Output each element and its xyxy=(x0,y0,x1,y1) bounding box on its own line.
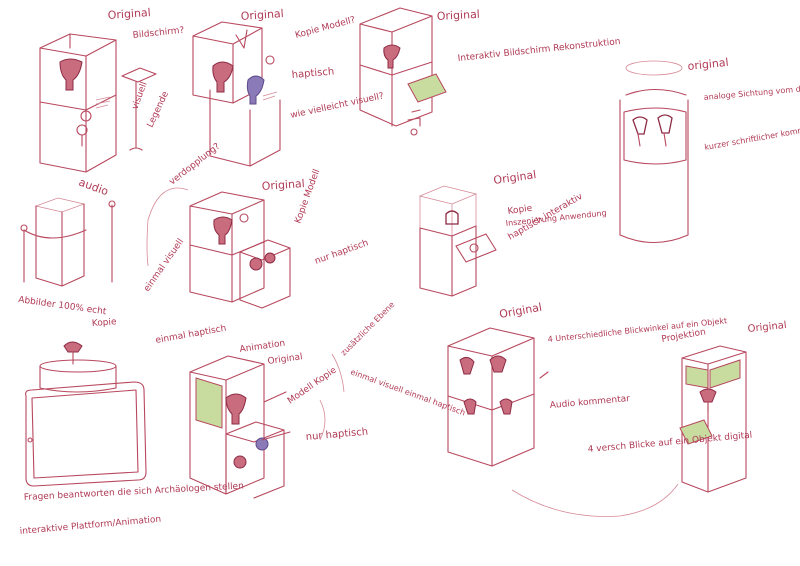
s9-animation: Animation xyxy=(239,339,286,355)
s1-bildschirm: Bildschirm? xyxy=(132,26,185,41)
s10-audio-kommentar: Audio kommentar xyxy=(549,394,630,411)
s9-modell-kopie: Modell Kopie xyxy=(286,365,339,406)
s8-plattform: interaktive Plattform/Animation xyxy=(19,515,161,537)
s6-original: Original xyxy=(261,177,305,193)
connector-arc-top xyxy=(146,187,189,267)
s1-legende: Legende xyxy=(146,90,172,130)
s4-original: original xyxy=(687,56,729,73)
sketch-case-animation-model xyxy=(189,355,291,499)
sketch-display-case-audio xyxy=(39,33,157,173)
s10-original: Original xyxy=(498,301,543,321)
sketch-pedestal-copy xyxy=(418,185,497,297)
sketch-four-view-case xyxy=(447,327,549,467)
s2-original: Original xyxy=(240,7,284,23)
s6-einmal-visuell: einmal visuell xyxy=(142,237,186,294)
sketch-case-copy-station xyxy=(189,191,291,309)
s9-original: Original xyxy=(267,352,303,367)
s2-verdopplung: verdopplung? xyxy=(168,142,223,188)
s1-audio: audio xyxy=(77,176,110,199)
s6-einmal-haptisch: einmal haptisch xyxy=(155,324,227,346)
connector-curl xyxy=(319,353,345,441)
connector-arc-bottom xyxy=(511,483,679,517)
sketch-case-interactive-screen xyxy=(359,7,447,136)
s2-kopie-modell: Kopie Modell? xyxy=(294,15,357,41)
sketch-interactive-table xyxy=(25,341,147,487)
sketch-case-with-copy xyxy=(192,21,281,167)
s4-analoge: analoge Sichtung vom dem Original versch… xyxy=(703,76,800,102)
s3-original: Original xyxy=(436,8,480,23)
s3-interaktiv: Interaktiv Bildschirm Rekonstruktion xyxy=(457,37,621,64)
s11-original: Original xyxy=(747,320,787,335)
s7-original: Original xyxy=(493,168,537,187)
s6-nur-haptisch: nur haptisch xyxy=(314,238,370,267)
s5-abbilder: Abbilder 100% echt xyxy=(18,295,108,317)
s2-haptisch: haptisch xyxy=(291,66,334,81)
sketch-cylinder-case xyxy=(619,60,689,243)
s9-einmal-visuell-haptisch: einmal visuell einmal haptisch xyxy=(349,367,466,417)
sketch-projection-case xyxy=(679,345,747,493)
s1-visuell: visuell xyxy=(130,81,149,111)
s1-original: Original xyxy=(107,6,151,22)
s8-kopie: Kopie xyxy=(92,317,118,329)
s9-zusaetzliche: zusätzliche Ebene xyxy=(339,300,396,357)
s7-kopie: Kopie xyxy=(507,204,533,217)
sketch-rope-barrier xyxy=(20,197,116,287)
s9-nur-haptisch: nur haptisch xyxy=(305,427,368,443)
s11-vier-versch: 4 versch Blicke auf ein Objekt digital xyxy=(587,431,752,455)
s2-wie-vielleicht: wie vielleicht visuell? xyxy=(290,91,385,121)
s4-kurzer: kurzer schriftlicher kommentar xyxy=(704,122,800,152)
